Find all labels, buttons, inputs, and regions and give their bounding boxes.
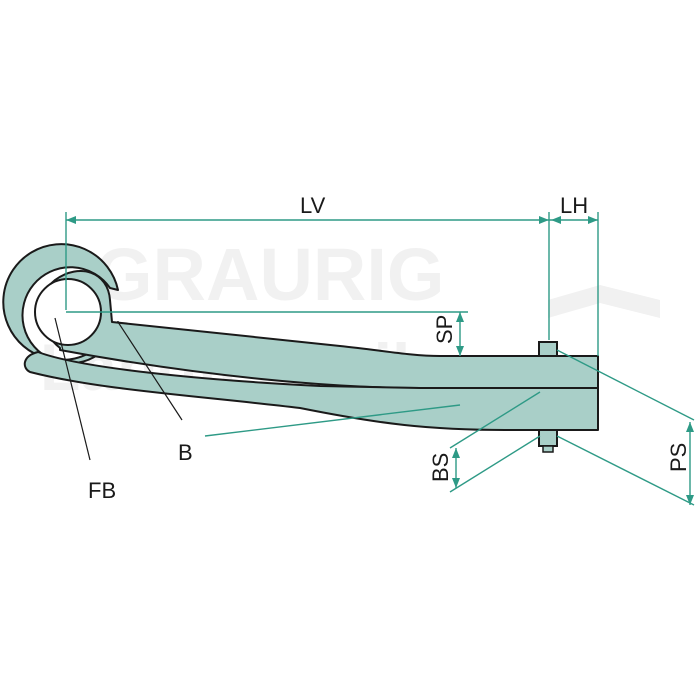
label-fb: FB	[88, 478, 116, 503]
label-lh: LH	[560, 193, 588, 218]
watermark-chevron-icon	[548, 285, 660, 318]
bottom-bolt-shaft	[542, 445, 554, 453]
label-b: B	[178, 440, 193, 465]
top-bolt-nut	[538, 341, 558, 357]
label-bs: BS	[428, 453, 453, 482]
dimension-labels: LV LH SP B FB BS PS	[88, 193, 691, 503]
label-lv: LV	[300, 193, 326, 218]
watermark-brand-text: GRAURIG	[95, 233, 444, 316]
bottom-bolt-nut	[538, 429, 558, 447]
label-sp: SP	[432, 315, 457, 344]
label-ps: PS	[666, 443, 691, 472]
dimension-lines	[65, 212, 695, 506]
leader-lines	[54, 317, 183, 461]
second-leaf	[23, 351, 599, 431]
